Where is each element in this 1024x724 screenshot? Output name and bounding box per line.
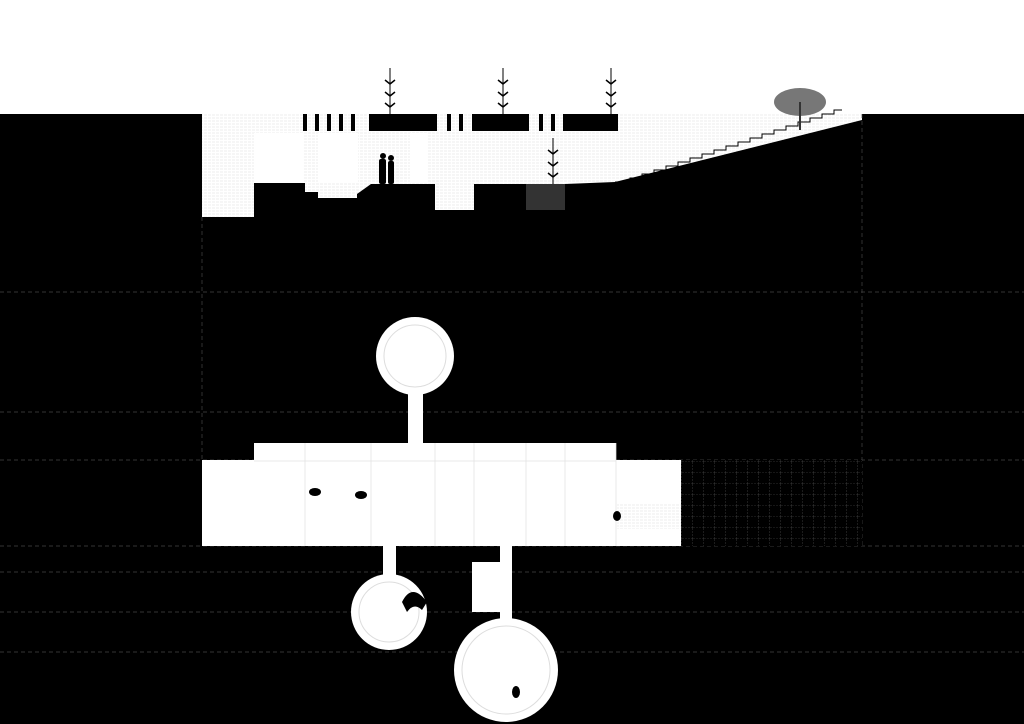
grid-area — [681, 460, 862, 546]
sky — [0, 0, 1024, 114]
upper-section — [202, 109, 862, 217]
west-circular-room — [351, 574, 427, 650]
people-icon — [309, 488, 621, 698]
tree-icon — [384, 68, 617, 184]
north-circular-room — [376, 317, 454, 395]
people-icon — [379, 153, 394, 184]
shrub-icon — [774, 88, 826, 130]
main-hall — [202, 460, 681, 546]
south-circular-room — [454, 618, 558, 722]
plan — [202, 317, 862, 722]
